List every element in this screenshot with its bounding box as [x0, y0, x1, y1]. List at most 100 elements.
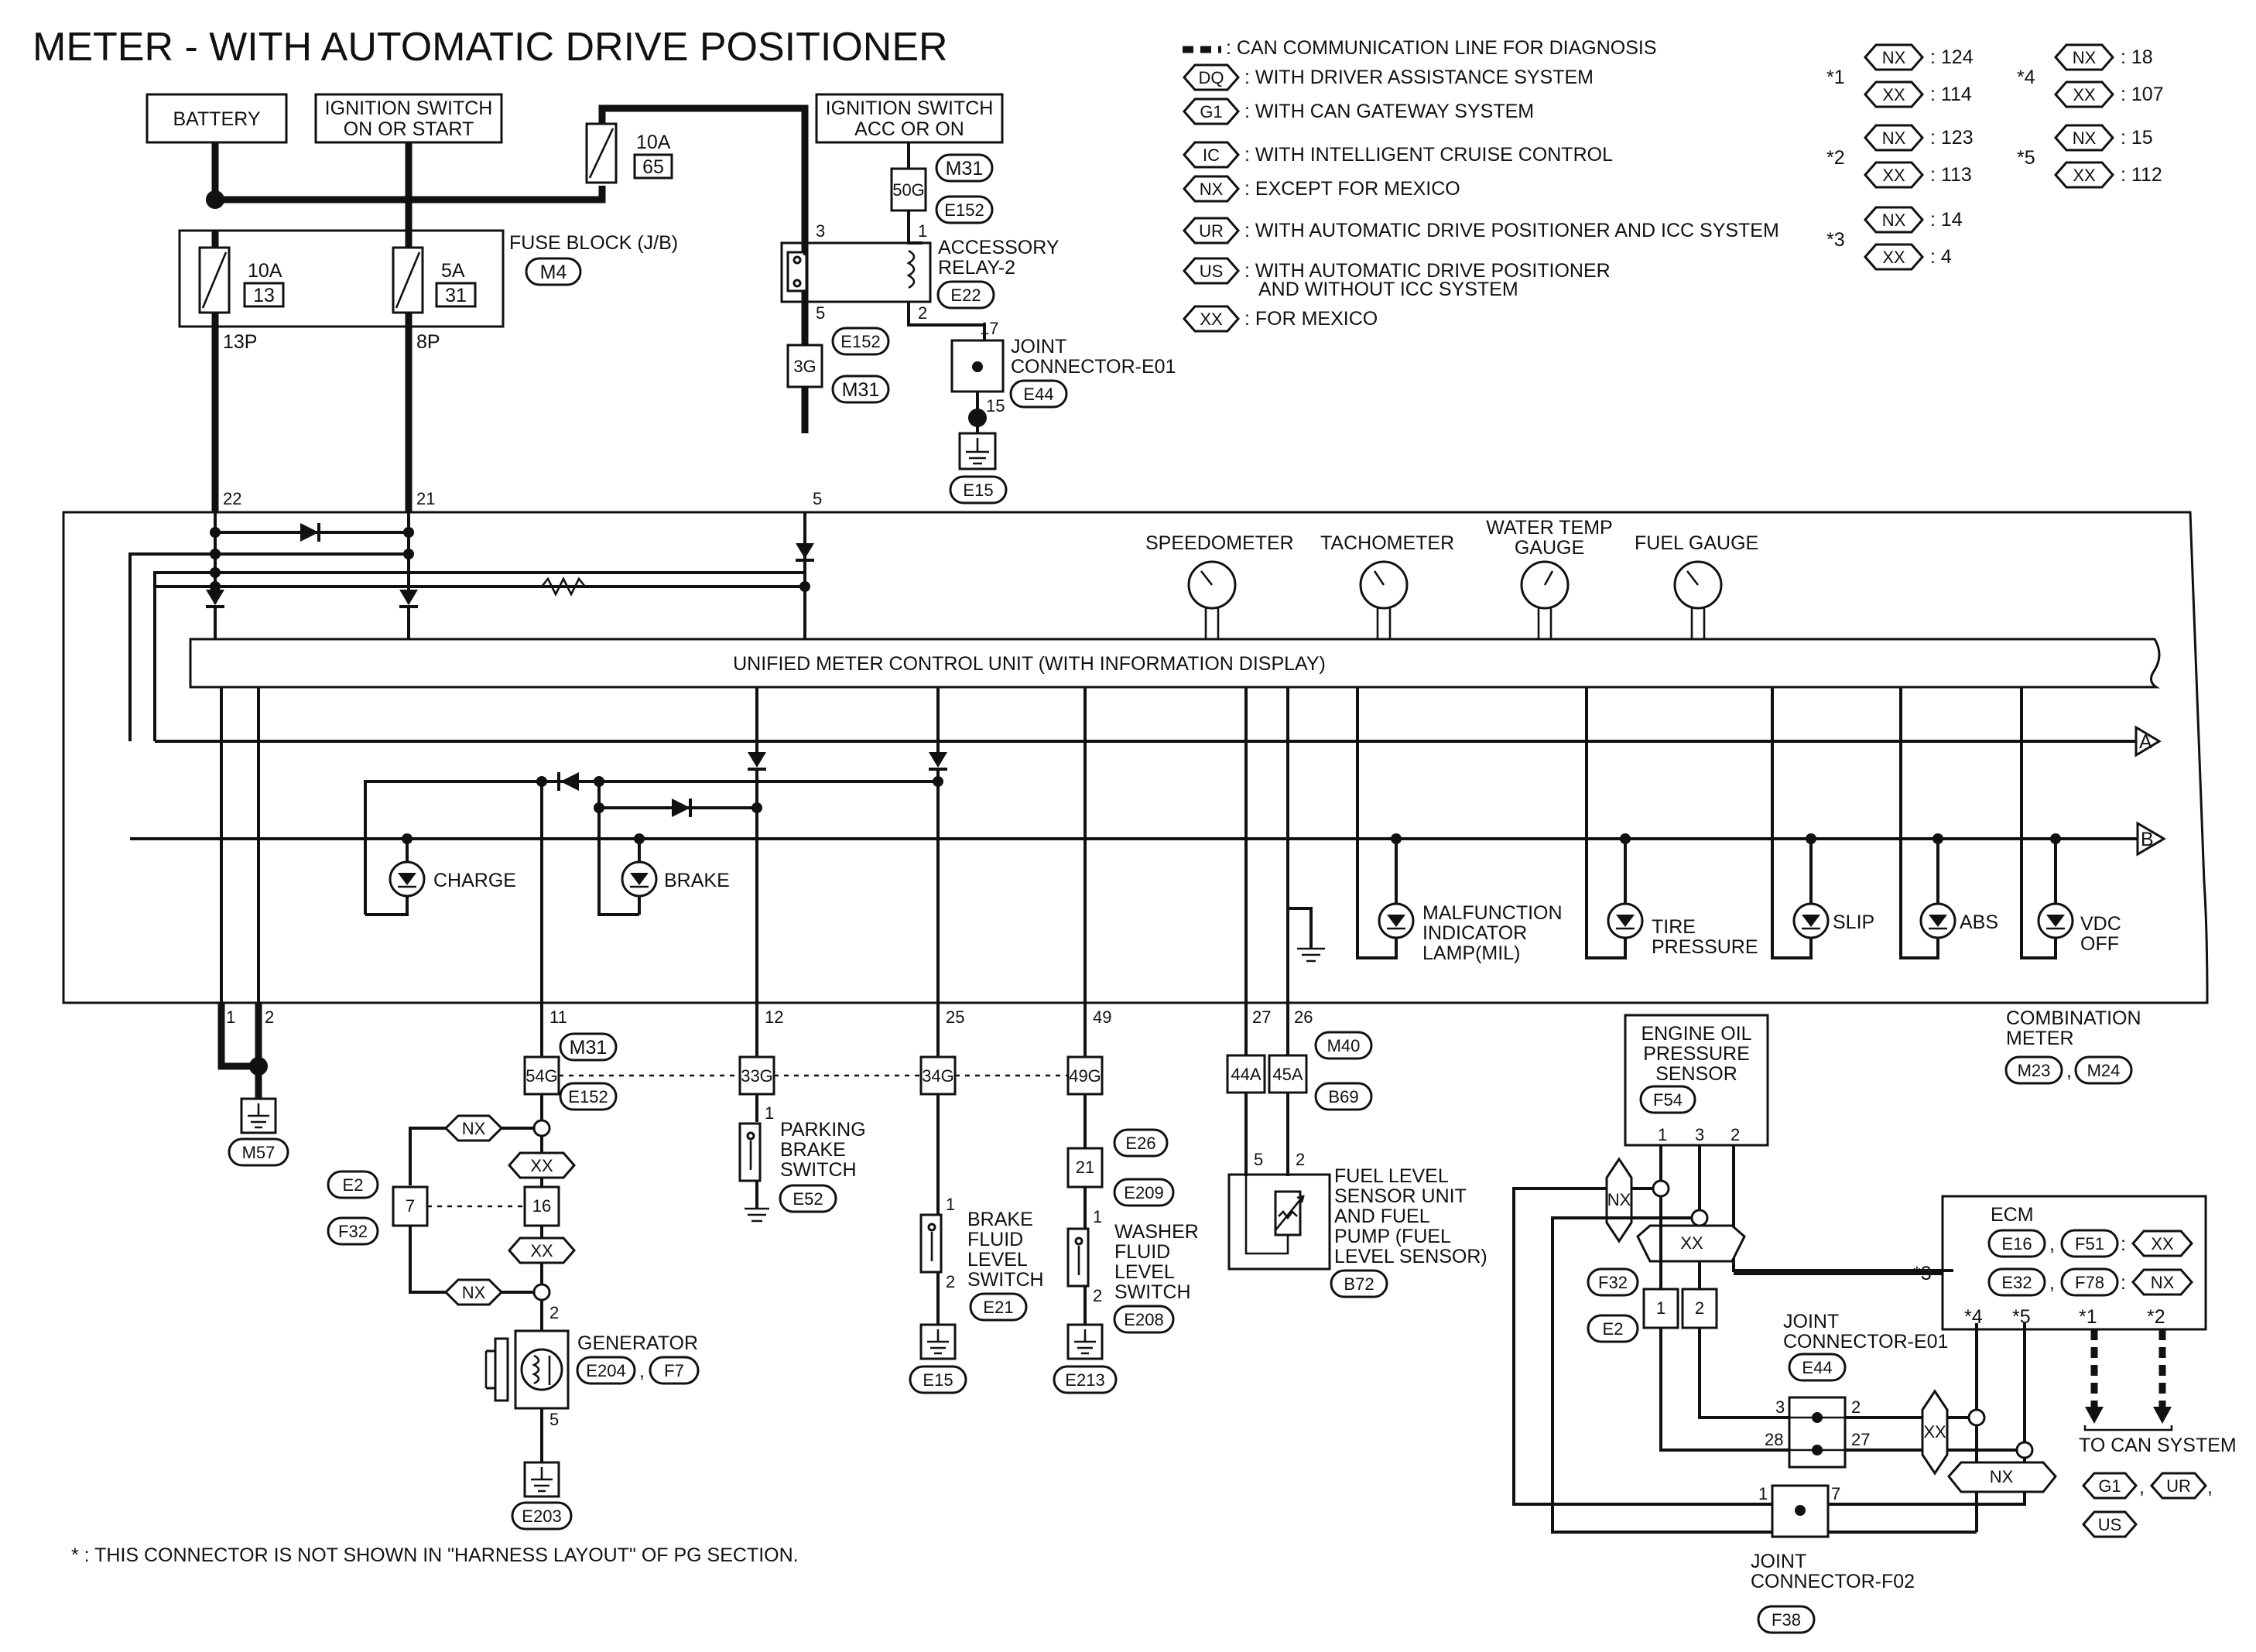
svg-text:VDC: VDC — [2080, 913, 2121, 935]
lamp-abs: ABS — [1919, 833, 1998, 939]
accessory-relay-2: 3 1 5 2 ACCESSORY RELAY-2 E22 — [780, 221, 1060, 323]
gauge-water-temp: WATER TEMP GAUGE — [1486, 517, 1613, 639]
svg-text:PRESSURE: PRESSURE — [1643, 1043, 1750, 1065]
note-code: XX — [2073, 166, 2096, 185]
svg-text:17: 17 — [980, 319, 998, 338]
svg-text:BRAKE: BRAKE — [664, 870, 730, 891]
connector-44a-45a: 44A 45A M40 B69 — [1226, 1031, 1373, 1111]
note-code: XX — [1882, 166, 1905, 185]
svg-text:ECM: ECM — [1991, 1204, 2034, 1226]
svg-text:,: , — [2049, 1233, 2055, 1255]
can-codes: G1 , UR , US — [2082, 1472, 2213, 1538]
svg-text:E2: E2 — [1603, 1319, 1624, 1339]
fuse-block: 10A 13 5A 31 FUSE BLOCK (J/B) M4 13P 8P — [178, 229, 678, 353]
note-code: NX — [2073, 48, 2097, 67]
note-code: NX — [1882, 48, 1906, 67]
svg-text:SWITCH: SWITCH — [967, 1269, 1044, 1291]
svg-text:XX: XX — [530, 1241, 553, 1260]
svg-text:JOINT: JOINT — [1011, 336, 1066, 357]
svg-text:E152: E152 — [944, 200, 984, 220]
svg-text:FUSE BLOCK (J/B): FUSE BLOCK (J/B) — [509, 232, 678, 254]
svg-text:11: 11 — [549, 1007, 567, 1027]
gauge-tachometer: TACHOMETER — [1320, 532, 1454, 639]
legend-code: G1 — [1200, 102, 1222, 121]
svg-text:B: B — [2141, 829, 2154, 850]
svg-text:,: , — [639, 1360, 645, 1382]
svg-text:SLIP: SLIP — [1833, 912, 1874, 933]
note-value: : 14 — [1930, 209, 1963, 231]
svg-text:GAUGE: GAUGE — [1515, 537, 1584, 559]
svg-text:UR: UR — [2166, 1476, 2191, 1496]
svg-text:US: US — [2098, 1515, 2122, 1534]
svg-text:27: 27 — [1252, 1007, 1271, 1027]
svg-text:*5: *5 — [2012, 1306, 2031, 1328]
legend-text: : WITH AUTOMATIC DRIVE POSITIONER — [1244, 260, 1611, 282]
svg-text:F54: F54 — [1653, 1090, 1683, 1110]
svg-text:WASHER: WASHER — [1114, 1221, 1199, 1243]
svg-text:WATER TEMP: WATER TEMP — [1486, 517, 1612, 539]
svg-text:BRAKE: BRAKE — [967, 1209, 1033, 1230]
ground-e203: E203 — [511, 1461, 573, 1531]
svg-text:TO CAN SYSTEM: TO CAN SYSTEM — [2079, 1435, 2237, 1456]
legend-code: UR — [1199, 221, 1224, 241]
svg-text:FLUID: FLUID — [967, 1229, 1023, 1250]
footnote: * : THIS CONNECTOR IS NOT SHOWN IN "HARN… — [71, 1544, 799, 1566]
diagram-title: METER - WITH AUTOMATIC DRIVE POSITIONER — [33, 25, 948, 70]
svg-text:NX: NX — [2151, 1273, 2175, 1292]
svg-text:1: 1 — [226, 1007, 235, 1027]
svg-text:M40: M40 — [1327, 1036, 1361, 1055]
lamp-mil: MALFUNCTION INDICATOR LAMP(MIL) — [1378, 833, 1563, 964]
svg-text:M57: M57 — [242, 1143, 276, 1162]
svg-text:PUMP (FUEL: PUMP (FUEL — [1334, 1226, 1451, 1247]
svg-text:SENSOR UNIT: SENSOR UNIT — [1334, 1185, 1467, 1207]
washer-fluid-level-switch: 1 2 WASHER FLUID LEVEL SWITCH E208 — [1066, 1207, 1199, 1334]
battery-box: BATTERY — [145, 93, 288, 144]
svg-text:*4: *4 — [1964, 1306, 1983, 1328]
note-code: XX — [1882, 85, 1905, 104]
svg-text:21: 21 — [1076, 1158, 1094, 1177]
svg-text:XX: XX — [1923, 1422, 1946, 1442]
svg-text:15: 15 — [986, 396, 1005, 416]
note-code: XX — [1882, 248, 1905, 267]
svg-text:50G: 50G — [892, 180, 925, 200]
svg-text:E22: E22 — [950, 286, 981, 305]
note-code: XX — [2073, 85, 2096, 104]
legend: : CAN COMMUNICATION LINE FOR DIAGNOSIS — [1183, 37, 1657, 59]
svg-text:44A: 44A — [1231, 1065, 1261, 1084]
note-code: NX — [1882, 210, 1906, 230]
note-value: : 114 — [1930, 84, 1972, 105]
svg-text:ABS: ABS — [1960, 912, 1998, 933]
svg-text:M24: M24 — [2087, 1061, 2121, 1080]
svg-text:E16: E16 — [2001, 1234, 2032, 1254]
svg-text:B69: B69 — [1328, 1087, 1358, 1106]
svg-text:E32: E32 — [2001, 1273, 2032, 1292]
ecm: ECM E16 , F51 : XX E32 , F78 : NX *3 *4 … — [1913, 1195, 2207, 1331]
svg-text:PRESSURE: PRESSURE — [1652, 936, 1758, 958]
note-star: *1 — [1826, 67, 1845, 88]
legend-text: : WITH CAN GATEWAY SYSTEM — [1244, 101, 1534, 122]
legend-code-badge — [1183, 305, 1240, 333]
svg-text:1: 1 — [765, 1103, 774, 1123]
svg-text:F38: F38 — [1772, 1610, 1801, 1630]
svg-text:F7: F7 — [664, 1361, 684, 1380]
svg-text:12: 12 — [765, 1007, 783, 1027]
note-badge — [1864, 161, 1924, 189]
svg-text:22: 22 — [223, 489, 241, 508]
svg-text:E204: E204 — [586, 1361, 625, 1380]
legend-code-badge — [1183, 97, 1240, 125]
svg-text:RELAY-2: RELAY-2 — [938, 257, 1015, 279]
svg-text:M23: M23 — [2018, 1061, 2051, 1080]
joint-connector-e01-top: 17 15 JOINT CONNECTOR-E01 E44 — [950, 319, 1176, 416]
meter-bottom-pins: 1 2 11 12 25 49 27 26 — [226, 1007, 1313, 1027]
svg-text:2: 2 — [1851, 1397, 1861, 1417]
ground-e15: E15 — [909, 1323, 967, 1394]
svg-text:1: 1 — [1656, 1298, 1665, 1318]
svg-text:PARKING: PARKING — [780, 1119, 866, 1141]
svg-text:,: , — [2207, 1476, 2213, 1498]
note-badge — [1864, 124, 1924, 152]
svg-text:GENERATOR: GENERATOR — [577, 1332, 698, 1354]
svg-text:UNIFIED METER CONTROL UNIT (WI: UNIFIED METER CONTROL UNIT (WITH INFORMA… — [733, 653, 1326, 675]
svg-text:1: 1 — [1758, 1484, 1768, 1503]
lamp-charge: CHARGE — [389, 860, 516, 898]
